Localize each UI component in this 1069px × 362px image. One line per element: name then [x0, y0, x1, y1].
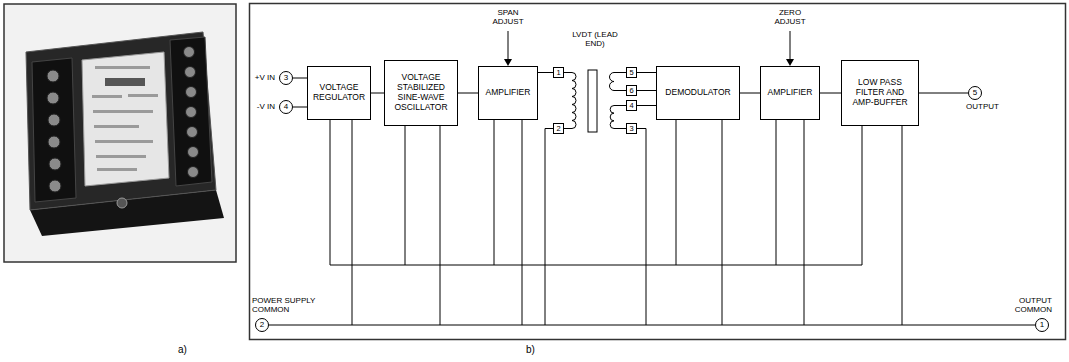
adjust-arrow — [790, 31, 791, 60]
signal-wire — [820, 93, 841, 94]
lvdt-core — [588, 70, 597, 132]
pin-number: 3 — [280, 72, 292, 84]
terminal-label: OUTPUT COMMON — [1007, 296, 1052, 314]
terminal-screws — [47, 70, 61, 192]
supply-drop — [405, 120, 862, 265]
process-box: VOLTAGE REGULATOR — [307, 66, 371, 120]
process-box: AMPLIFIER — [760, 66, 820, 120]
pin-number: 5 — [969, 87, 981, 99]
pin-number: 1 — [1036, 319, 1048, 331]
primary-coil — [564, 73, 576, 129]
process-box: LOW PASS FILTER AND AMP-BUFFER — [841, 60, 919, 126]
lvdt-pin-number: 3 — [626, 123, 637, 134]
secondary-coil — [610, 106, 626, 129]
pin-terminal: POWER SUPPLY COMMON2 — [255, 318, 269, 332]
arrowhead — [504, 59, 512, 66]
box-text: LOW PASS FILTER AND AMP-BUFFER — [845, 78, 915, 107]
signal-wire — [269, 325, 1035, 326]
box-text: VOLTAGE REGULATOR — [311, 83, 367, 103]
signal-wire — [740, 93, 760, 94]
terminal-block — [170, 37, 212, 186]
pin-number: 2 — [256, 319, 268, 331]
process-box: AMPLIFIER — [478, 66, 538, 120]
lvdt-pin-number: 5 — [626, 67, 637, 78]
pin-terminal: -V IN4 — [279, 100, 293, 114]
terminal-label: -V IN — [257, 102, 275, 111]
signal-wire — [293, 107, 307, 108]
signal-wire — [371, 93, 384, 94]
secondary-lead — [637, 73, 656, 106]
ground-drop — [637, 129, 646, 326]
box-text: VOLTAGE STABILIZED SINE-WAVE OSCILLATOR — [388, 73, 454, 112]
box-text: AMPLIFIER — [768, 88, 813, 98]
pin-terminal: +V IN3 — [279, 71, 293, 85]
adjust-label: SPAN ADJUST — [487, 8, 529, 26]
terminal-block — [32, 58, 76, 202]
module-photo — [4, 4, 236, 262]
process-box: VOLTAGE STABILIZED SINE-WAVE OSCILLATOR — [384, 60, 458, 126]
wiring — [330, 31, 902, 325]
signal-wire — [919, 93, 968, 94]
arrowhead — [786, 59, 794, 66]
pin-number: 4 — [280, 101, 292, 113]
terminal-label: OUTPUT — [966, 102, 999, 111]
adjust-label: ZERO ADJUST — [769, 8, 811, 26]
photo-frame — [4, 4, 236, 262]
signal-wire — [293, 78, 307, 79]
product-label — [82, 52, 169, 186]
lvdt-pin-number: 1 — [553, 67, 564, 78]
ground-drop — [545, 129, 553, 326]
mounting-hole — [117, 198, 127, 208]
terminal-label: +V IN — [255, 73, 275, 82]
panel-frame — [250, 4, 1066, 340]
box-text: DEMODULATOR — [665, 88, 730, 98]
lvdt-pin-number: 4 — [626, 100, 637, 111]
process-box: DEMODULATOR — [656, 66, 740, 120]
pin-terminal: OUTPUT COMMON1 — [1035, 318, 1049, 332]
signal-wire — [538, 72, 553, 73]
ground-drop — [352, 120, 902, 325]
lvdt-heading: LVDT (LEAD END) — [572, 30, 619, 48]
secondary-coil — [610, 73, 627, 91]
terminal-label: POWER SUPPLY COMMON — [252, 296, 322, 314]
supply-rail — [330, 120, 862, 265]
panel-label: b) — [526, 344, 535, 356]
lvdt-transducer: LVDT (LEAD END) — [553, 30, 637, 142]
adjust-arrow — [508, 31, 509, 60]
lvdt-pin-number: 6 — [626, 85, 637, 96]
box-text: AMPLIFIER — [486, 88, 531, 98]
housing-top — [26, 32, 216, 210]
signal-wire — [458, 93, 478, 94]
panel-label: a) — [178, 344, 187, 356]
lvdt-pin-number: 2 — [553, 123, 564, 134]
signal-wire — [637, 90, 656, 91]
pin-terminal: 5OUTPUT — [968, 86, 982, 100]
terminal-screws — [184, 47, 199, 178]
label-print — [92, 66, 158, 171]
